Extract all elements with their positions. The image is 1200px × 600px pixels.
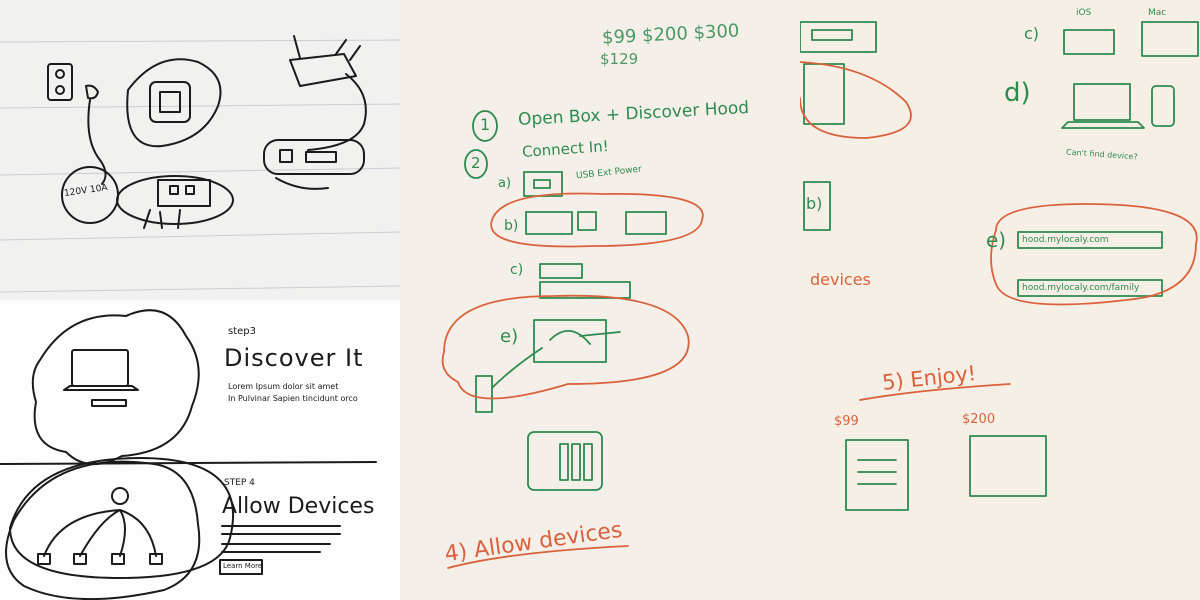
step2-number: 2 — [471, 154, 481, 172]
notebook-sketch-panel: 120V 10A — [0, 0, 400, 300]
whiteboard-a-drawing — [441, 110, 704, 569]
notebook-rules — [0, 39, 400, 293]
router-icon — [263, 35, 367, 190]
sub-b-label: b) — [504, 218, 519, 234]
paper-drawing — [0, 309, 377, 600]
sub-e-label-right: e) — [986, 228, 1007, 252]
price-200-label: $200 — [962, 412, 996, 427]
ios-label: iOS — [1076, 8, 1092, 18]
outlet-icon — [47, 63, 107, 185]
discover-illustration — [31, 309, 200, 466]
step4-label: STEP 4 — [224, 478, 255, 488]
mac-label: Mac — [1148, 8, 1167, 18]
whiteboard-a-panel: $99 $200 $300 $129 1 Open Box + Discover… — [400, 0, 800, 600]
step1-number: 1 — [480, 115, 491, 134]
sub-e-label: e) — [500, 326, 519, 347]
sub-d-label-right: d) — [1004, 78, 1031, 108]
price-99-label: $99 — [834, 414, 859, 429]
devices-label: devices — [810, 270, 871, 289]
whiteboard-b-panel: b) c) iOS Mac d) Can't find device? e) h… — [800, 0, 1200, 600]
step3-body-line1: Lorem Ipsum dolor sit amet — [228, 382, 339, 391]
notebook-drawing — [0, 35, 400, 293]
learn-more-button-label: Learn More — [223, 562, 263, 570]
red-highlights-b — [800, 61, 1198, 401]
sub-a-label: a) — [498, 176, 512, 191]
hub-device-icon — [116, 58, 234, 229]
learn-more-button-sketch — [219, 559, 263, 575]
step3-body-line2: In Pulvinar Sapien tincidunt orco — [228, 394, 358, 403]
url-1: hood.mylocaly.com — [1022, 235, 1109, 245]
step-circles — [464, 110, 498, 179]
red-highlights-a — [441, 192, 704, 569]
allow-devices-illustration — [0, 457, 377, 600]
sub-c-label-right: c) — [1024, 24, 1040, 43]
step3-label: step3 — [228, 326, 256, 337]
whiteboard-b-drawing — [800, 21, 1199, 511]
sub-c-label: c) — [510, 262, 524, 278]
url-2: hood.mylocaly.com/family — [1022, 283, 1140, 293]
prices-line2: $129 — [600, 50, 639, 68]
device-sketches-b — [800, 21, 1199, 511]
step3-title: Discover It — [224, 344, 364, 372]
step4-title: Allow Devices — [222, 494, 375, 519]
sub-b-label-right: b) — [806, 194, 823, 213]
device-sketches-a — [475, 171, 667, 491]
paper-wireframe-panel: step3 Discover It Lorem Ipsum dolor sit … — [0, 300, 400, 600]
